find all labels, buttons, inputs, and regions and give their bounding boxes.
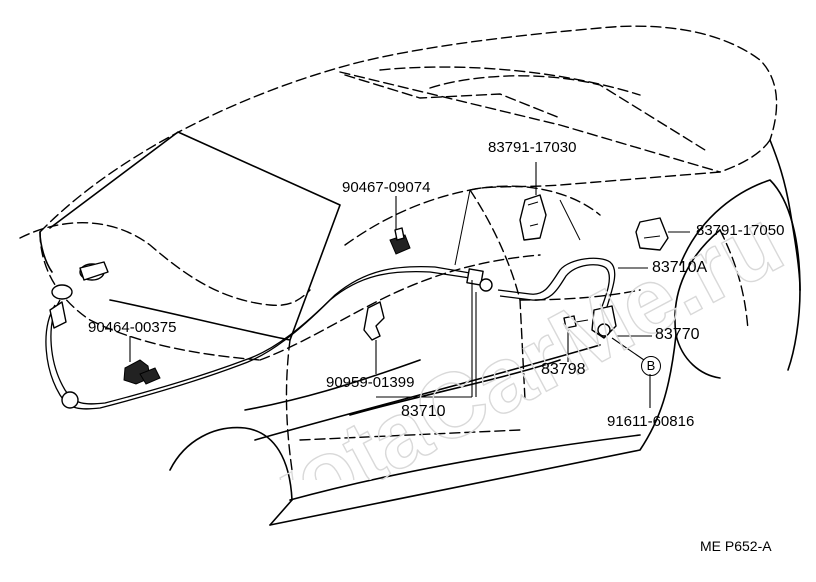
- diagram-code: ME P652-A: [700, 538, 772, 554]
- label-83791-17050: 83791-17050: [696, 222, 785, 239]
- label-91611-60816: 91611-60816: [607, 413, 695, 430]
- label-83710A: 83710A: [652, 259, 708, 276]
- bracket-83791-17050: [635, 217, 669, 251]
- bracket-83791-17030: [519, 194, 547, 241]
- clamp-90464: [123, 359, 161, 385]
- label-90467-09074: 90467-09074: [342, 179, 431, 196]
- label-circled-b: B: [641, 356, 661, 376]
- clip-90959: [363, 301, 385, 341]
- label-83791-17030: 83791-17030: [488, 139, 577, 156]
- car-body-outline: [19, 25, 801, 526]
- label-83770: 83770: [655, 326, 700, 343]
- sensor-83770: [591, 305, 617, 339]
- label-83798: 83798: [541, 361, 586, 378]
- clip-90467: [389, 227, 411, 255]
- screw-83798: [563, 315, 589, 329]
- hood-latch-part: [49, 261, 109, 409]
- label-90959-01399: 90959-01399: [326, 374, 415, 391]
- leader-lines: [129, 162, 690, 408]
- label-83710: 83710: [401, 403, 446, 420]
- release-cable: [45, 257, 616, 410]
- label-90464-00375: 90464-00375: [88, 319, 177, 336]
- connector-83710: [466, 268, 493, 292]
